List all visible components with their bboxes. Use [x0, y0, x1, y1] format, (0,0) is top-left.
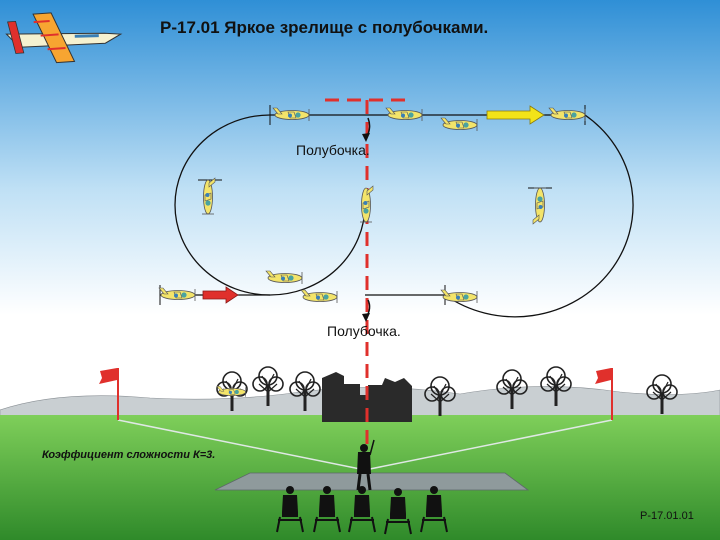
half-roll-bottom-arrowhead [362, 313, 370, 322]
person-standing-icon [356, 439, 375, 491]
entry-arrow [202, 286, 239, 304]
figure-code: Р-17.01.01 [640, 510, 694, 522]
aerobatic-plane-icon [5, 12, 123, 64]
flight-path-right-loop [365, 114, 634, 318]
sky [0, 0, 720, 420]
half-roll-label-top: Полубочка. [296, 142, 370, 158]
half-roll-label-bottom: Полубочка. [327, 323, 401, 339]
flight-path-left-loop [174, 114, 366, 296]
exit-arrow [486, 105, 545, 125]
half-roll-top-arrowhead [362, 133, 370, 142]
page-title: Р-17.01 Яркое зрелище с полубочками. [160, 18, 489, 37]
difficulty-coefficient: Коэффициент сложности К=3. [42, 449, 216, 461]
runway [214, 472, 530, 491]
flag-right [595, 368, 613, 420]
flag-left [99, 368, 119, 420]
